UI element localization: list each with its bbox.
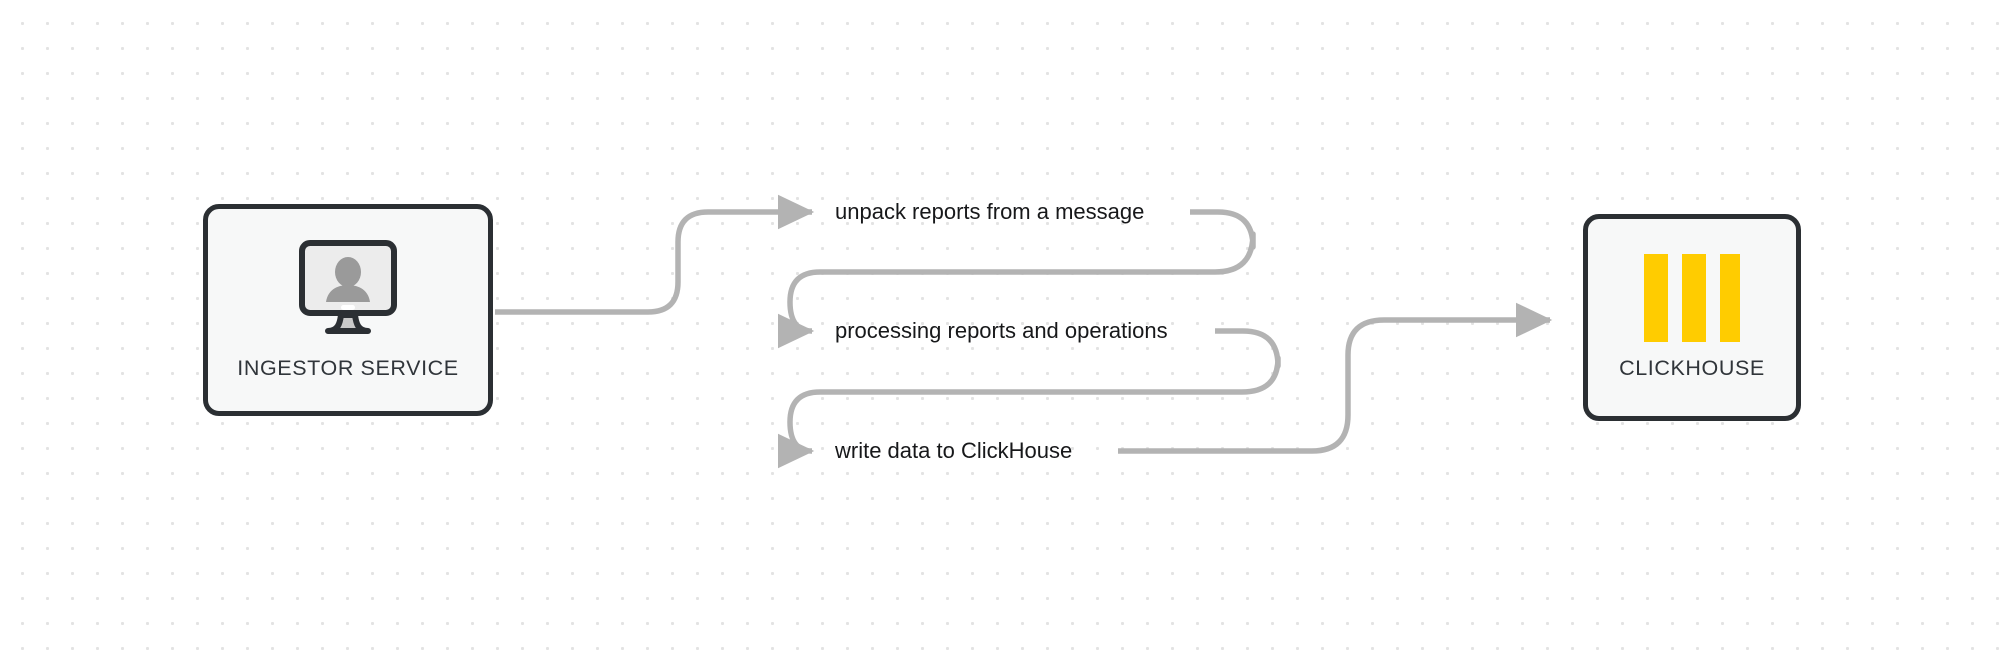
- edge-label-write-data: write data to ClickHouse: [835, 438, 1073, 463]
- node-ingestor-label: INGESTOR SERVICE: [237, 356, 459, 380]
- edge-path-write-to-clickhouse: [1118, 302, 1553, 454]
- clickhouse-bar-1: [1644, 254, 1668, 342]
- clickhouse-logo-icon: [1644, 254, 1740, 342]
- node-ingestor-service[interactable]: INGESTOR SERVICE: [203, 204, 493, 416]
- edge-label-processing-reports: processing reports and operations: [835, 318, 1168, 343]
- edge-path-unpack-to-processing: [777, 209, 1256, 349]
- monitor-user-icon: [296, 239, 400, 340]
- edge-label-unpack-reports: unpack reports from a message: [835, 199, 1145, 224]
- node-clickhouse-label: CLICKHOUSE: [1619, 356, 1765, 380]
- node-clickhouse[interactable]: CLICKHOUSE: [1583, 214, 1801, 421]
- edge-path-ingestor-to-unpack: [495, 194, 815, 315]
- clickhouse-bar-2: [1682, 254, 1706, 342]
- clickhouse-bar-3: [1720, 254, 1740, 342]
- edge-path-processing-to-write: [777, 328, 1281, 469]
